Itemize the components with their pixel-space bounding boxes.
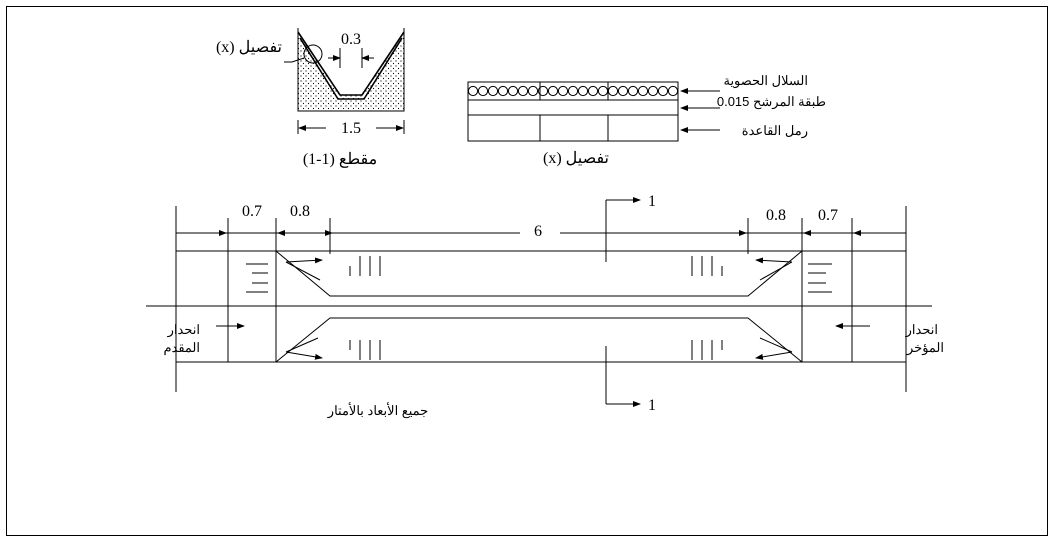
gravel-stone xyxy=(487,85,499,97)
gravel-stone xyxy=(597,85,609,97)
gravel-stone xyxy=(607,85,619,97)
dim-right-2: 0.8 xyxy=(766,207,786,224)
detail-x-title: (x) تفصيل xyxy=(543,150,609,167)
gravel-stone xyxy=(587,85,599,97)
dim-top-width: 1.5 xyxy=(297,120,405,137)
dim-left-2: 0.8 xyxy=(290,203,310,220)
gravel-stone xyxy=(617,85,629,97)
outlet-slope-label-1: انحدار xyxy=(905,322,938,338)
gravel-stone xyxy=(467,85,479,97)
drawing-frame xyxy=(6,6,1048,536)
section-title: (1-1) مقطع xyxy=(303,151,377,168)
gravel-stone xyxy=(547,85,559,97)
outlet-slope-label-2: المؤخر xyxy=(906,340,944,356)
gravel-stone xyxy=(667,85,679,97)
section-mark-bottom: 1 xyxy=(648,397,656,414)
detail-circle xyxy=(303,44,323,64)
gravel-stone xyxy=(627,85,639,97)
inlet-slope-label-1: انحدار xyxy=(167,322,200,338)
gravel-stone xyxy=(537,85,549,97)
inlet-slope-label-2: المقدم xyxy=(163,340,200,356)
dim-label: 0.3 xyxy=(341,31,361,48)
gravel-stone xyxy=(637,85,649,97)
gravel-stone xyxy=(477,85,489,97)
gravel-stone xyxy=(647,85,659,97)
gravel-stone xyxy=(577,85,589,97)
layer-gravel-label: السلال الحصوية xyxy=(723,73,808,89)
channel-cross-section xyxy=(297,20,405,112)
gravel-stone xyxy=(567,85,579,97)
gravel-stone xyxy=(517,85,529,97)
dim-bottom-width: 0.3 xyxy=(328,31,374,68)
dim-right-1: 0.7 xyxy=(818,207,838,224)
detail-x-layers xyxy=(467,81,679,142)
gravel-stone xyxy=(557,85,569,97)
layer-sand-label: رمل القاعدة xyxy=(742,123,808,139)
gravel-stone xyxy=(497,85,509,97)
dim-label: 1.5 xyxy=(341,120,361,137)
section-mark-top: 1 xyxy=(648,193,656,210)
channel-plan xyxy=(146,197,932,407)
dim-center: 6 xyxy=(534,223,542,240)
gravel-stone xyxy=(507,85,519,97)
units-note: جميع الأبعاد بالأمتار xyxy=(327,402,428,419)
plan-dimensions: 0.7 0.8 6 0.8 0.7 xyxy=(176,203,906,240)
gravel-stone xyxy=(657,85,669,97)
gravel-stone xyxy=(527,85,539,97)
detail-x-label: (x) تفصيل xyxy=(216,39,282,56)
dim-left-1: 0.7 xyxy=(242,203,262,220)
layer-filter-label: طبقة المرشح 0.015 xyxy=(717,94,826,110)
